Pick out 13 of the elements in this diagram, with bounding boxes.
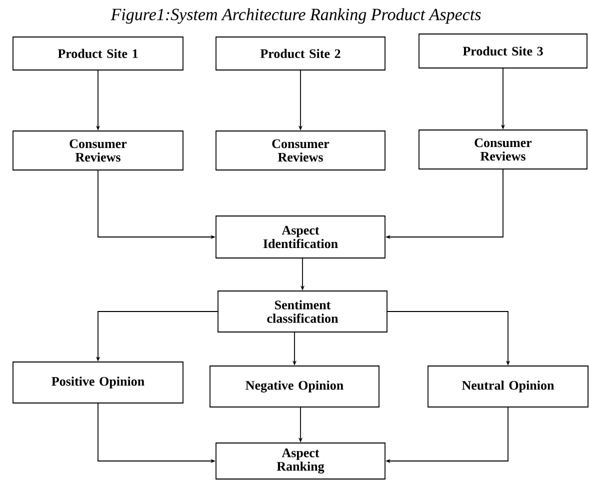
process-box: Positive Opinion (12, 362, 184, 404)
process-box: Aspect Ranking (216, 442, 386, 480)
process-box: Negative Opinion (210, 366, 380, 408)
process-box: Product Site 1 (12, 36, 184, 70)
process-box: Neutral Opinion (428, 366, 588, 408)
process-box: Sentiment classification (218, 290, 388, 332)
process-box: Product Site 2 (216, 36, 386, 70)
process-box: Consumer Reviews (12, 130, 184, 170)
process-box: Consumer Reviews (418, 130, 588, 170)
process-box: Consumer Reviews (216, 130, 386, 170)
process-box: Aspect Identification (216, 216, 386, 258)
process-box: Product Site 3 (418, 34, 588, 68)
title: Figure1:System Architecture Ranking Product Aspects (110, 8, 481, 24)
